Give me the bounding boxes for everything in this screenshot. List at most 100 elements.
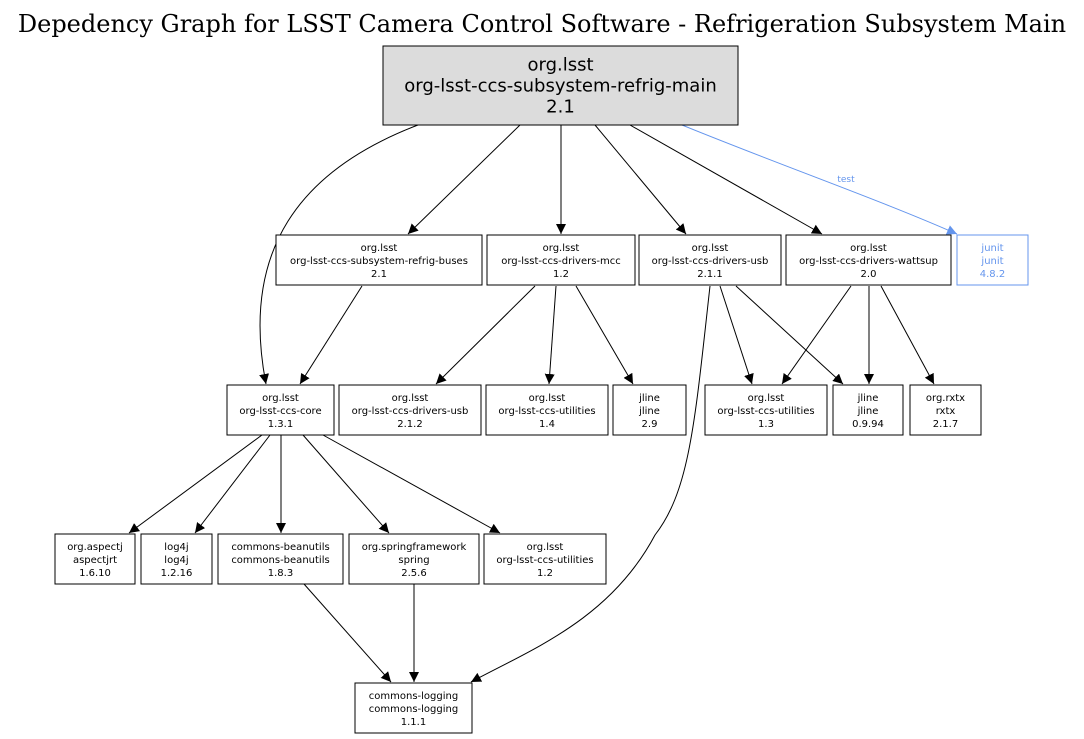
node-artifact-id: org-lsst-ccs-drivers-wattsup xyxy=(799,256,938,267)
edge-line xyxy=(681,124,958,235)
node-box xyxy=(485,384,609,436)
node-box xyxy=(348,533,480,585)
node-group-id: jline xyxy=(857,393,879,404)
node-artifact-id: commons-logging xyxy=(369,704,458,715)
node-box xyxy=(338,384,482,436)
node-artifact-id: org-lsst-ccs-utilities xyxy=(496,555,593,566)
node-artifact-id: jline xyxy=(638,406,660,417)
edge-line xyxy=(322,434,501,534)
node-box xyxy=(956,234,1029,286)
node-box xyxy=(226,384,335,436)
node-artifact-id: rxtx xyxy=(936,406,956,417)
edge-core-to-aspectj xyxy=(128,434,263,534)
edge-usb211-to-jline0994 xyxy=(735,285,844,385)
node-core: org.lsst org-lsst-ccs-core 1.3.1 xyxy=(226,384,335,436)
node-box xyxy=(217,533,344,585)
node-version: 1.2 xyxy=(537,568,553,579)
node-root: org.lsstorg-lsst-ccs-subsystem-refrig-ma… xyxy=(382,45,739,126)
node-artifact-id: org-lsst-ccs-drivers-mcc xyxy=(501,256,621,267)
graph-title: Depedency Graph for LSST Camera Control … xyxy=(18,10,1066,38)
edge-line xyxy=(259,124,419,385)
node-artifact-id: org-lsst-ccs-utilities xyxy=(498,406,595,417)
node-box xyxy=(354,682,473,734)
node-group-id: org.lsst xyxy=(543,243,580,254)
node-box xyxy=(832,384,904,436)
edge-line xyxy=(302,434,390,534)
edge-line xyxy=(880,285,935,385)
node-version: 2.1.7 xyxy=(933,419,958,430)
node-group-id: commons-beanutils xyxy=(231,542,329,553)
node-box xyxy=(486,234,636,286)
node-group-id: org.rxtx xyxy=(926,393,965,404)
edge-root-to-junit: test xyxy=(681,124,958,235)
node-group-id: org.lsst xyxy=(361,243,398,254)
node-group-id: jline xyxy=(638,393,660,404)
node-group-id: org.lsst xyxy=(262,393,299,404)
edge-line xyxy=(575,285,634,385)
edge-line xyxy=(470,285,711,683)
edge-root-to-usb211 xyxy=(594,124,687,235)
node-version: 2.1.1 xyxy=(697,269,722,280)
nodes-layer: org.lsstorg-lsst-ccs-subsystem-refrig-ma… xyxy=(54,45,1029,734)
node-version: 2.1 xyxy=(546,97,575,118)
node-usb212: org.lsst org-lsst-ccs-drivers-usb 2.1.2 xyxy=(338,384,482,436)
node-group-id: org.lsst xyxy=(527,55,593,76)
edge-root-to-core xyxy=(259,124,419,385)
edges-layer: test xyxy=(128,124,958,683)
node-box xyxy=(785,234,952,286)
edge-core-to-util12 xyxy=(322,434,501,534)
node-group-id: org.aspectj xyxy=(67,542,123,553)
node-artifact-id: org-lsst-ccs-core xyxy=(239,406,321,417)
edge-mcc-to-util14 xyxy=(544,285,557,385)
edge-label-test: test xyxy=(837,175,855,185)
node-artifact-id: log4j xyxy=(164,555,188,566)
edge-root-to-buses xyxy=(407,124,521,235)
node-artifact-id: org-lsst-ccs-drivers-usb xyxy=(652,256,769,267)
node-artifact-id: commons-beanutils xyxy=(231,555,329,566)
node-artifact-id: org-lsst-ccs-drivers-usb xyxy=(352,406,469,417)
node-version: 1.3.1 xyxy=(268,419,293,430)
edge-root-to-wattsup xyxy=(629,124,823,235)
edge-wattsup-to-util13 xyxy=(781,285,852,385)
node-version: 2.1.2 xyxy=(397,419,422,430)
node-box xyxy=(382,45,739,126)
node-group-id: org.lsst xyxy=(392,393,429,404)
edge-line xyxy=(303,583,392,683)
edge-line xyxy=(629,124,823,235)
edge-usb211-to-util13 xyxy=(719,285,754,385)
node-group-id: org.springframework xyxy=(362,542,467,553)
node-buses: org.lsst org-lsst-ccs-subsystem-refrig-bu… xyxy=(275,234,483,286)
node-version: 1.1.1 xyxy=(401,717,426,728)
node-box xyxy=(140,533,213,585)
node-box xyxy=(909,384,982,436)
node-group-id: commons-logging xyxy=(369,691,458,702)
edge-wattsup-to-rxtx xyxy=(880,285,935,385)
node-box xyxy=(638,234,782,286)
edge-line xyxy=(194,434,271,534)
edge-line xyxy=(544,285,557,385)
edge-usb211-to-logging xyxy=(470,285,711,683)
node-artifact-id: jline xyxy=(857,406,879,417)
node-group-id: log4j xyxy=(164,542,188,553)
edge-line xyxy=(435,285,536,385)
edge-line xyxy=(594,124,687,235)
edge-buses-to-core xyxy=(299,285,363,385)
node-box xyxy=(54,533,136,585)
edge-line xyxy=(299,285,363,385)
edge-mcc-to-usb212 xyxy=(435,285,536,385)
node-box xyxy=(704,384,828,436)
node-version: 4.8.2 xyxy=(980,269,1005,280)
node-artifact-id: org-lsst-ccs-subsystem-refrig-buses xyxy=(290,256,468,267)
